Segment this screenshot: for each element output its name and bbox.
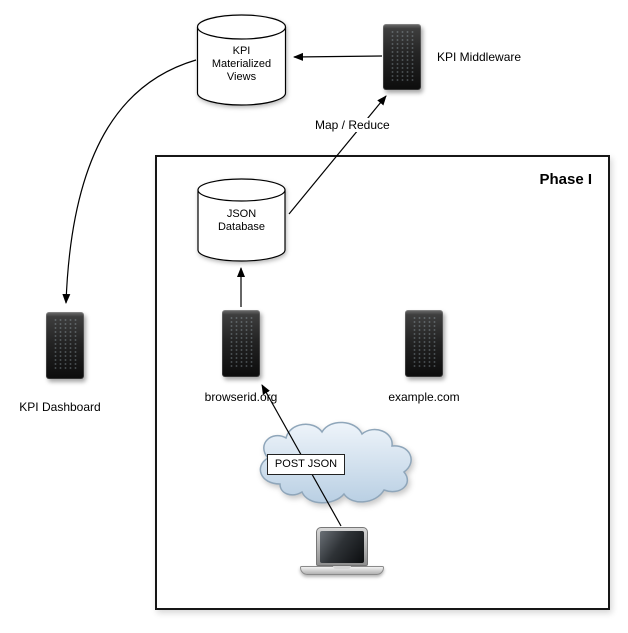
kpi-dashboard-server-icon <box>46 312 84 379</box>
example-server-icon <box>405 310 443 377</box>
laptop-screen <box>316 527 368 566</box>
database-cylinder-icon <box>196 14 287 106</box>
post-json-box: POST JSON <box>267 454 345 475</box>
json-database-cylinder: JSON Database <box>197 178 286 262</box>
phase-label: Phase I <box>539 171 592 188</box>
kpi-materialized-views-label: KPI Materialized Views <box>196 45 287 84</box>
browserid-server-icon <box>222 310 260 377</box>
kpi-middleware-label: KPI Middleware <box>437 50 522 64</box>
label-line: Materialized <box>211 58 272 70</box>
label-line: JSON <box>226 208 257 220</box>
example-label: example.com <box>388 390 460 404</box>
json-database-label: JSON Database <box>197 208 286 234</box>
kpi-materialized-views-cylinder: KPI Materialized Views <box>196 14 287 106</box>
map-reduce-label: Map / Reduce <box>313 118 392 132</box>
browserid-label: browserid.org <box>204 390 278 404</box>
arrow-middleware-to-materialized-views <box>293 52 383 61</box>
laptop-display <box>320 531 364 563</box>
laptop-icon <box>300 527 384 579</box>
laptop-notch <box>333 566 351 569</box>
label-line: KPI <box>232 45 251 57</box>
database-cylinder-icon <box>197 178 286 262</box>
label-line: Database <box>217 221 266 233</box>
label-line: Views <box>226 71 257 83</box>
kpi-middleware-server-icon <box>383 24 421 90</box>
kpi-dashboard-label: KPI Dashboard <box>19 400 101 414</box>
